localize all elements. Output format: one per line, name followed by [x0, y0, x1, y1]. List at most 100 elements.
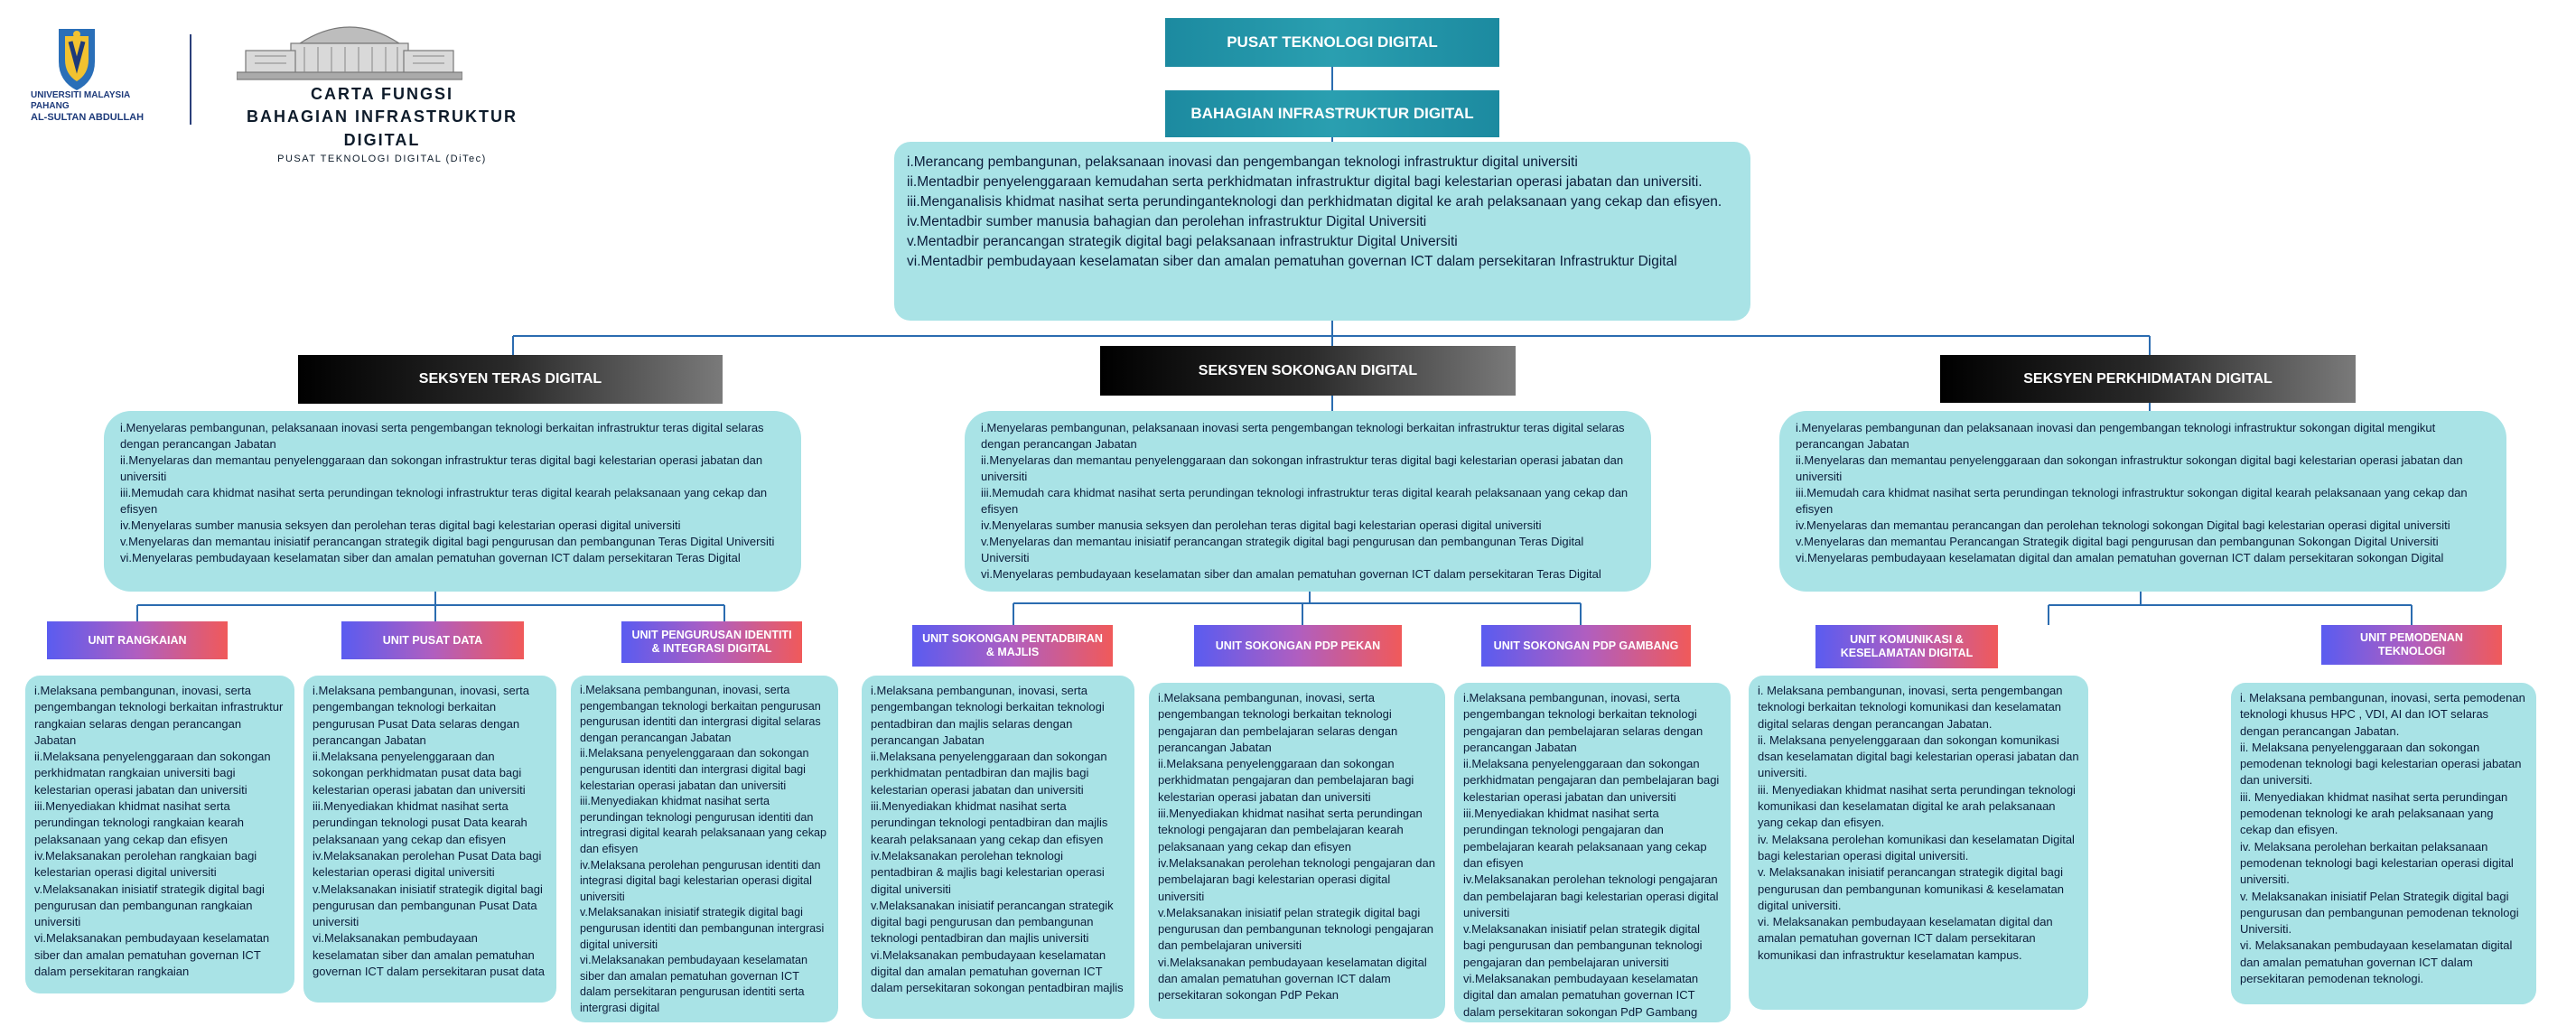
- section-duty: ii.Menyelaras dan memantau penyelenggara…: [1796, 453, 2463, 483]
- bahagian-duties: i.Merancang pembangunan, pelaksanaan ino…: [894, 142, 1750, 321]
- unit-duty: iii.Menyediakan khidmat nasihat serta pe…: [313, 799, 527, 846]
- unit-duty: vi. Melaksanakan pembudayaan keselamatan…: [1758, 915, 2053, 962]
- unit-pentadbiran-duties: i.Melaksana pembangunan, inovasi, serta …: [862, 676, 1134, 1019]
- university-logo: [27, 25, 126, 125]
- section-duty: i.Menyelaras pembangunan, pelaksanaan in…: [120, 421, 764, 451]
- section-perkhidmatan-duties: i.Menyelaras pembangunan dan pelaksanaan…: [1779, 411, 2506, 592]
- unit-duty: ii.Melaksana penyelenggaraan dan sokonga…: [1158, 757, 1414, 804]
- unit-duty: v.Melaksanakan inisiatif strategik digit…: [313, 881, 543, 929]
- section-perkhidmatan-header: SEKSYEN PERKHIDMATAN DIGITAL: [1940, 355, 2356, 403]
- section-duty: v.Menyelaras dan memantau inisiatif pera…: [981, 535, 1584, 564]
- pusat-box: PUSAT TEKNOLOGI DIGITAL: [1165, 18, 1499, 67]
- unit-duty: iv. Melaksana perolehan komunikasi dan k…: [1758, 832, 2075, 863]
- unit-duty: i.Melaksana pembangunan, inovasi, serta …: [1463, 691, 1703, 754]
- bahagian-duty: iv.Mentadbir sumber manusia bahagian dan…: [907, 214, 1427, 229]
- section-duty: vi.Menyelaras pembudayaan keselamatan di…: [1796, 551, 2444, 564]
- section-duty: i.Menyelaras pembangunan, pelaksanaan in…: [981, 421, 1625, 451]
- section-sokongan-duties: i.Menyelaras pembangunan, pelaksanaan in…: [965, 411, 1651, 592]
- section-duty: iii.Memudah cara khidmat nasihat serta p…: [981, 486, 1629, 516]
- unit-duty: i.Melaksana pembangunan, inovasi, serta …: [580, 684, 821, 744]
- unit-duty: ii.Melaksana penyelenggaraan dan sokonga…: [1463, 757, 1720, 804]
- section-duty: ii.Menyelaras dan memantau penyelenggara…: [120, 453, 763, 483]
- unit-duty: vi.Melaksanakan pembudayaan keselamatan …: [580, 954, 808, 1014]
- university-name-line1: UNIVERSITI MALAYSIA PAHANG: [31, 90, 130, 111]
- unit-duty: vi. Melaksanakan pembudayaan keselamatan…: [2240, 938, 2513, 986]
- unit-pdp-pekan-duties: i.Melaksana pembangunan, inovasi, serta …: [1149, 683, 1445, 1019]
- unit-pemodenan-duties: i. Melaksana pembangunan, inovasi, serta…: [2231, 683, 2536, 1004]
- section-duty: v.Menyelaras dan memantau Perancangan St…: [1796, 535, 2439, 548]
- unit-duty: vi.Melaksanakan pembudayaan keselamatan …: [34, 931, 270, 979]
- unit-duty: ii.Melaksana penyelenggaraan dan sokonga…: [34, 750, 271, 797]
- section-duty: iv.Menyelaras sumber manusia seksyen dan…: [120, 518, 681, 532]
- unit-pentadbiran-header: UNIT SOKONGAN PENTADBIRAN & MAJLIS: [912, 625, 1113, 667]
- university-name: UNIVERSITI MALAYSIA PAHANG AL-SULTAN ABD…: [31, 90, 157, 123]
- unit-duty: i.Melaksana pembangunan, inovasi, serta …: [34, 684, 284, 747]
- unit-pdp-gambang-duties: i.Melaksana pembangunan, inovasi, serta …: [1454, 683, 1731, 1022]
- unit-duty: v.Melaksanakan inisiatif pelan strategik…: [1463, 922, 1703, 969]
- section-duty: iii.Memudah cara khidmat nasihat serta p…: [1796, 486, 2468, 516]
- unit-komunikasi-duties: i. Melaksana pembangunan, inovasi, serta…: [1749, 676, 2088, 1010]
- unit-duty: ii.Melaksana penyelenggaraan dan sokonga…: [580, 747, 809, 792]
- unit-duty: i. Melaksana pembangunan, inovasi, serta…: [1758, 684, 2063, 731]
- bahagian-duty: iii.Menganalisis khidmat nasihat serta p…: [907, 194, 1722, 210]
- unit-duty: ii.Melaksana penyelenggaraan dan sokonga…: [871, 750, 1107, 797]
- section-duty: ii.Menyelaras dan memantau penyelenggara…: [981, 453, 1624, 483]
- unit-duty: iii.Menyediakan khidmat nasihat serta pe…: [1463, 807, 1707, 870]
- unit-duty: v.Melaksanakan inisiatif pelan strategik…: [1158, 905, 1434, 953]
- unit-duty: i. Melaksana pembangunan, inovasi, serta…: [2240, 691, 2525, 738]
- title-line2: BAHAGIAN INFRASTRUKTUR DIGITAL: [247, 107, 518, 149]
- unit-duty: ii. Melaksana penyelenggaraan dan sokong…: [1758, 732, 2079, 780]
- unit-duty: v.Melaksanakan inisiatif strategik digit…: [580, 906, 825, 951]
- title-line1: CARTA FUNGSI: [311, 85, 453, 103]
- building-illustration: [236, 16, 463, 81]
- unit-duty: v. Melaksanakan inisiatif Pelan Strategi…: [2240, 889, 2519, 937]
- unit-duty: i.Melaksana pembangunan, inovasi, serta …: [313, 684, 529, 747]
- bahagian-duty: vi.Mentadbir pembudayaan keselamatan sib…: [907, 254, 1677, 269]
- unit-duty: vi.Melaksanakan pembudayaan keselamatan …: [1158, 955, 1427, 1003]
- section-teras-duties: i.Menyelaras pembangunan, pelaksanaan in…: [104, 411, 801, 592]
- unit-duty: iii.Menyediakan khidmat nasihat serta pe…: [34, 799, 245, 846]
- bahagian-duty: i.Merancang pembangunan, pelaksanaan ino…: [907, 154, 1578, 170]
- unit-duty: v.Melaksanakan inisiatif strategik digit…: [34, 881, 265, 929]
- title-line3: PUSAT TEKNOLOGI DIGITAL (DiTec): [277, 154, 487, 164]
- section-teras-header: SEKSYEN TERAS DIGITAL: [298, 355, 723, 404]
- section-duty: iv.Menyelaras dan memantau perancangan d…: [1796, 518, 2450, 532]
- section-duty: iv.Menyelaras sumber manusia seksyen dan…: [981, 518, 1542, 532]
- section-sokongan-header: SEKSYEN SOKONGAN DIGITAL: [1100, 346, 1516, 396]
- unit-duty: vi.Melaksanakan pembudayaan keselamatan …: [871, 947, 1124, 995]
- unit-pusat-data-header: UNIT PUSAT DATA: [341, 621, 524, 659]
- unit-duty: iv.Melaksanakan perolehan teknologi peng…: [1158, 855, 1435, 903]
- university-name-line2: AL-SULTAN ABDULLAH: [31, 112, 145, 123]
- unit-duty: iv.Melaksanakan perolehan teknologi pent…: [871, 848, 1105, 896]
- unit-identiti-duties: i.Melaksana pembangunan, inovasi, serta …: [571, 676, 838, 1022]
- unit-duty: vi.Melaksanakan pembudayaan keselamatan …: [313, 931, 546, 979]
- unit-duty: v.Melaksanakan inisiatif perancangan str…: [871, 898, 1114, 946]
- unit-duty: i.Melaksana pembangunan, inovasi, serta …: [871, 684, 1105, 747]
- section-duty: vi.Menyelaras pembudayaan keselamatan si…: [120, 551, 741, 564]
- unit-pdp-gambang-header: UNIT SOKONGAN PDP GAMBANG: [1481, 625, 1691, 667]
- unit-duty: v. Melaksanakan inisiatif perancangan st…: [1758, 865, 2064, 912]
- unit-pemodenan-header: UNIT PEMODENAN TEKNOLOGI: [2321, 625, 2502, 665]
- unit-duty: iv.Melaksanakan perolehan rangkaian bagi…: [34, 848, 257, 880]
- unit-duty: ii.Melaksana penyelenggaraan dan sokonga…: [313, 750, 526, 797]
- unit-rangkaian-header: UNIT RANGKAIAN: [47, 621, 228, 659]
- bahagian-box: BAHAGIAN INFRASTRUKTUR DIGITAL: [1165, 90, 1499, 137]
- unit-identiti-header: UNIT PENGURUSAN IDENTITI & INTEGRASI DIG…: [621, 621, 802, 663]
- unit-duty: iii. Menyediakan khidmat nasihat serta p…: [1758, 782, 2076, 830]
- unit-duty: iv.Melaksana perolehan pengurusan identi…: [580, 858, 821, 903]
- unit-duty: iii. Menyediakan khidmat nasihat serta p…: [2240, 789, 2508, 837]
- unit-duty: iii.Menyediakan khidmat nasihat serta pe…: [871, 799, 1108, 846]
- unit-duty: iv.Melaksanakan perolehan teknologi peng…: [1463, 872, 1719, 919]
- unit-duty: iv. Melaksana perolehan berkaitan pelaks…: [2240, 839, 2514, 887]
- unit-duty: iii.Menyediakan khidmat nasihat serta pe…: [1158, 807, 1423, 853]
- section-duty: v.Menyelaras dan memantau inisiatif pera…: [120, 535, 775, 548]
- section-duty: iii.Memudah cara khidmat nasihat serta p…: [120, 486, 768, 516]
- unit-pdp-pekan-header: UNIT SOKONGAN PDP PEKAN: [1194, 625, 1402, 667]
- chart-title: CARTA FUNGSI BAHAGIAN INFRASTRUKTUR DIGI…: [206, 83, 558, 166]
- bahagian-duty: ii.Mentadbir penyelenggaraan kemudahan s…: [907, 174, 1703, 190]
- unit-komunikasi-header: UNIT KOMUNIKASI & KESELAMATAN DIGITAL: [1815, 625, 1998, 668]
- section-duty: i.Menyelaras pembangunan dan pelaksanaan…: [1796, 421, 2436, 451]
- unit-pusat-data-duties: i.Melaksana pembangunan, inovasi, serta …: [303, 676, 556, 1003]
- section-duty: vi.Menyelaras pembudayaan keselamatan si…: [981, 567, 1601, 581]
- unit-duty: iii.Menyediakan khidmat nasihat serta pe…: [580, 795, 827, 855]
